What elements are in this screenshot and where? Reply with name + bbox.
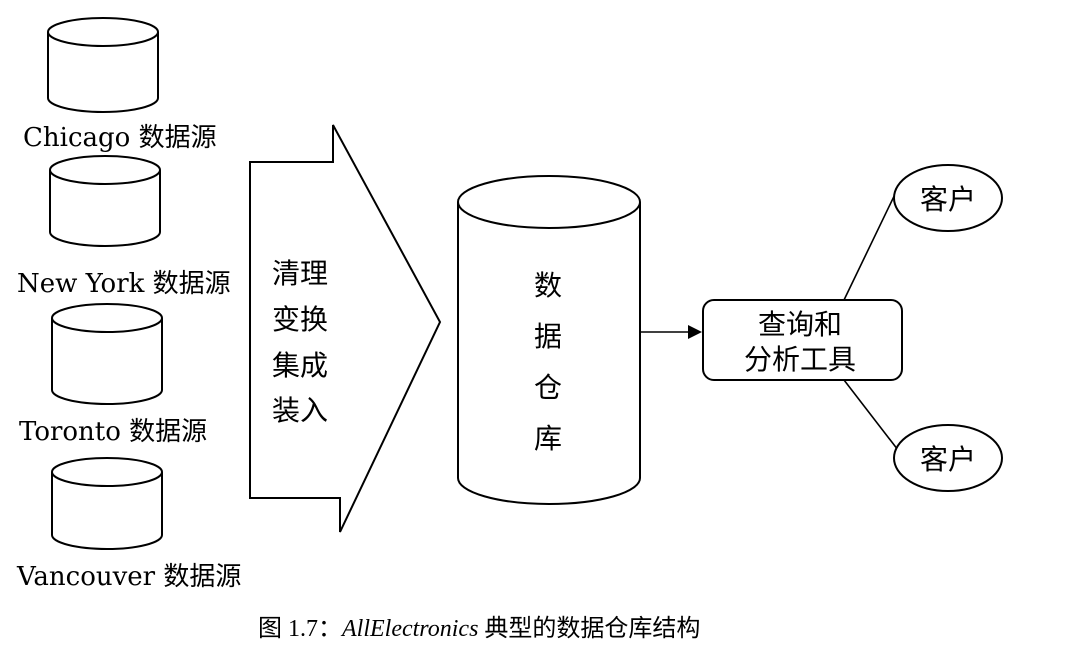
client-label-bottom: 客户 (920, 443, 976, 476)
tools-label-line2: 分析工具 (744, 343, 856, 376)
process-arrow (249, 124, 442, 533)
source-label-chicago: Chicago 数据源 (23, 123, 217, 153)
connector-tools-client-top (843, 187, 899, 301)
tools-label-line1: 查询和 (758, 308, 842, 341)
source-db-toronto (51, 303, 163, 405)
process-step-integrate: 集成 (272, 349, 328, 382)
source-db-chicago (47, 17, 159, 113)
process-step-transform: 变换 (272, 303, 328, 336)
caption-suffix: 典型的数据仓库结构 (478, 615, 700, 642)
caption-company: AllElectronics (340, 616, 478, 642)
source-db-newyork (49, 155, 161, 247)
client-ellipse-bottom (893, 424, 1003, 492)
warehouse-char-2: 据 (534, 320, 562, 353)
source-db-vancouver (51, 457, 163, 550)
source-label-toronto: Toronto 数据源 (19, 417, 207, 447)
warehouse-char-3: 仓 (534, 371, 562, 404)
warehouse-cylinder (457, 175, 641, 505)
source-label-vancouver: Vancouver 数据源 (16, 562, 241, 592)
caption-prefix: 图 1.7： (258, 616, 342, 642)
figure-caption: 图 1.7：AllElectronics 典型的数据仓库结构 (258, 615, 700, 642)
process-step-clean: 清理 (272, 257, 328, 290)
warehouse-char-1: 数 (534, 269, 562, 302)
arrowhead-icon (688, 325, 702, 339)
tools-box (702, 299, 903, 381)
source-label-newyork: New York 数据源 (17, 269, 231, 299)
warehouse-char-4: 库 (534, 422, 562, 455)
client-label-top: 客户 (920, 183, 976, 216)
client-ellipse-top (893, 164, 1003, 232)
connector-tools-client-bottom (843, 379, 899, 451)
process-step-load: 装入 (272, 394, 328, 427)
